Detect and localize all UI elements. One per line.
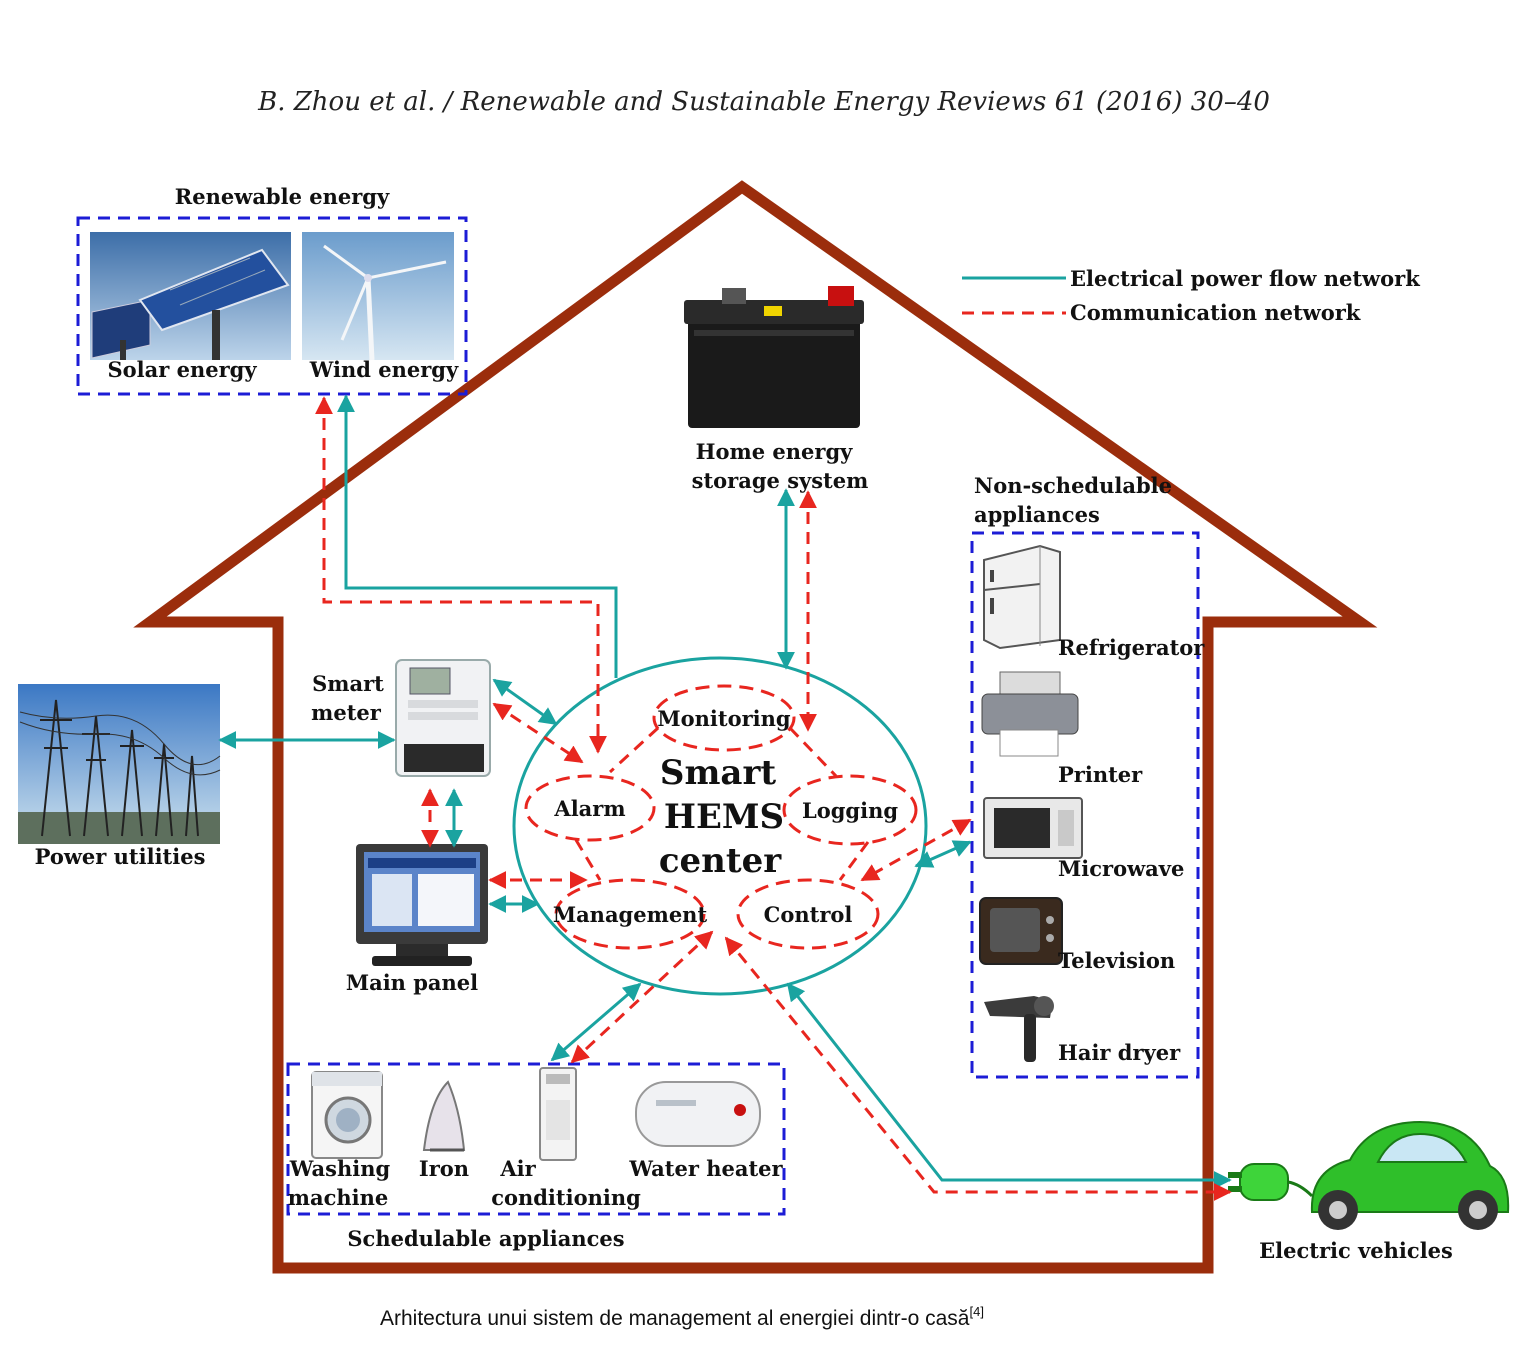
hems-center-line2: HEMS [664,797,784,837]
figure-caption-ref: [4] [969,1304,983,1319]
monitoring-module-label: Monitoring [657,706,791,731]
comm-line-schedulable [570,930,714,1064]
electric-vehicle-icon [1310,1120,1510,1230]
non-schedulable-title-line2: appliances [974,502,1100,527]
figure-caption-text: Arhitectura unui sistem de management al… [380,1307,970,1330]
washing-label-line2: machine [288,1185,389,1210]
main-panel-icon [356,844,488,966]
control-module-label: Control [764,902,853,927]
refrigerator-icon [983,544,1061,650]
television-icon [979,897,1063,965]
washing-label-line1: Washing [289,1156,391,1181]
power-utilities-icon [18,684,221,844]
management-module-ring [554,878,706,950]
printer-label: Printer [1058,762,1143,787]
monitoring-module-ring [652,684,796,752]
storage-label-line2: storage system [692,468,869,493]
comm-line-ev [724,936,1232,1201]
logging-module-label: Logging [802,798,898,823]
alarm-module-ring [524,774,656,842]
alarm-module-label: Alarm [553,796,625,821]
water-heater-label: Water heater [628,1156,783,1181]
storage-label-line1: Home energy [696,439,853,464]
schedulable-group: Schedulable appliances Washing machine I… [286,1062,786,1251]
comm-line-renewable [315,396,607,754]
smart-meter-label-line2: meter [311,700,382,725]
battery-icon [684,286,864,428]
legend-comm-label: Communication network [1070,300,1361,325]
wind-turbine-icon [302,232,454,361]
hair-dryer-label: Hair dryer [1058,1040,1181,1065]
renewable-energy-group: Renewable energy Solar energy Wind energ… [76,184,468,396]
microwave-icon [983,797,1083,859]
power-line-renewable [337,394,618,678]
smart-meter-label-line1: Smart [312,671,384,696]
journal-citation: B. Zhou et al. / Renewable and Sustainab… [257,87,1270,117]
power-utilities-label: Power utilities [35,844,206,869]
ev-plug-icon [1228,1163,1314,1201]
air-label-line2: conditioning [491,1185,641,1210]
air-conditioner-icon [539,1067,577,1161]
control-module-ring [736,878,880,950]
refrigerator-label: Refrigerator [1058,635,1205,660]
renewable-box [76,216,468,396]
comm-line-meter [492,702,584,764]
water-heater-icon [635,1081,761,1147]
non-schedulable-title-line1: Non-schedulable [974,473,1172,498]
electric-vehicles-label: Electric vehicles [1259,1238,1453,1263]
air-label-line1: Air [499,1156,536,1181]
management-module-label: Management [553,902,708,927]
figure-caption: Arhitectura unui sistem de management al… [380,1304,984,1330]
hems-center-line1: Smart [660,753,776,793]
printer-icon [981,671,1079,757]
communication-lines [315,396,1232,1201]
non-schedulable-group: Non-schedulable appliances Refrigerator … [970,473,1205,1079]
solar-panel-icon [90,232,291,360]
renewable-title: Renewable energy [175,184,390,209]
smart-meter-icon [395,659,491,777]
wind-label: Wind energy [309,357,459,382]
iron-label: Iron [419,1156,469,1181]
schedulable-title: Schedulable appliances [347,1226,624,1251]
comm-line-nonschedulable [860,818,972,882]
iron-icon [422,1080,466,1152]
hair-dryer-icon [984,996,1054,1062]
washing-machine-icon [311,1071,383,1159]
legend: Electrical power flow network Communicat… [962,266,1420,325]
power-line-meter [492,678,558,726]
legend-power-label: Electrical power flow network [1070,266,1420,291]
microwave-label: Microwave [1058,856,1184,881]
television-label: Television [1058,948,1175,973]
logging-module-ring [782,774,918,846]
power-line-schedulable [550,982,642,1062]
main-panel-label: Main panel [346,970,478,995]
hems-center-line3: center [659,841,782,881]
solar-label: Solar energy [107,357,257,382]
